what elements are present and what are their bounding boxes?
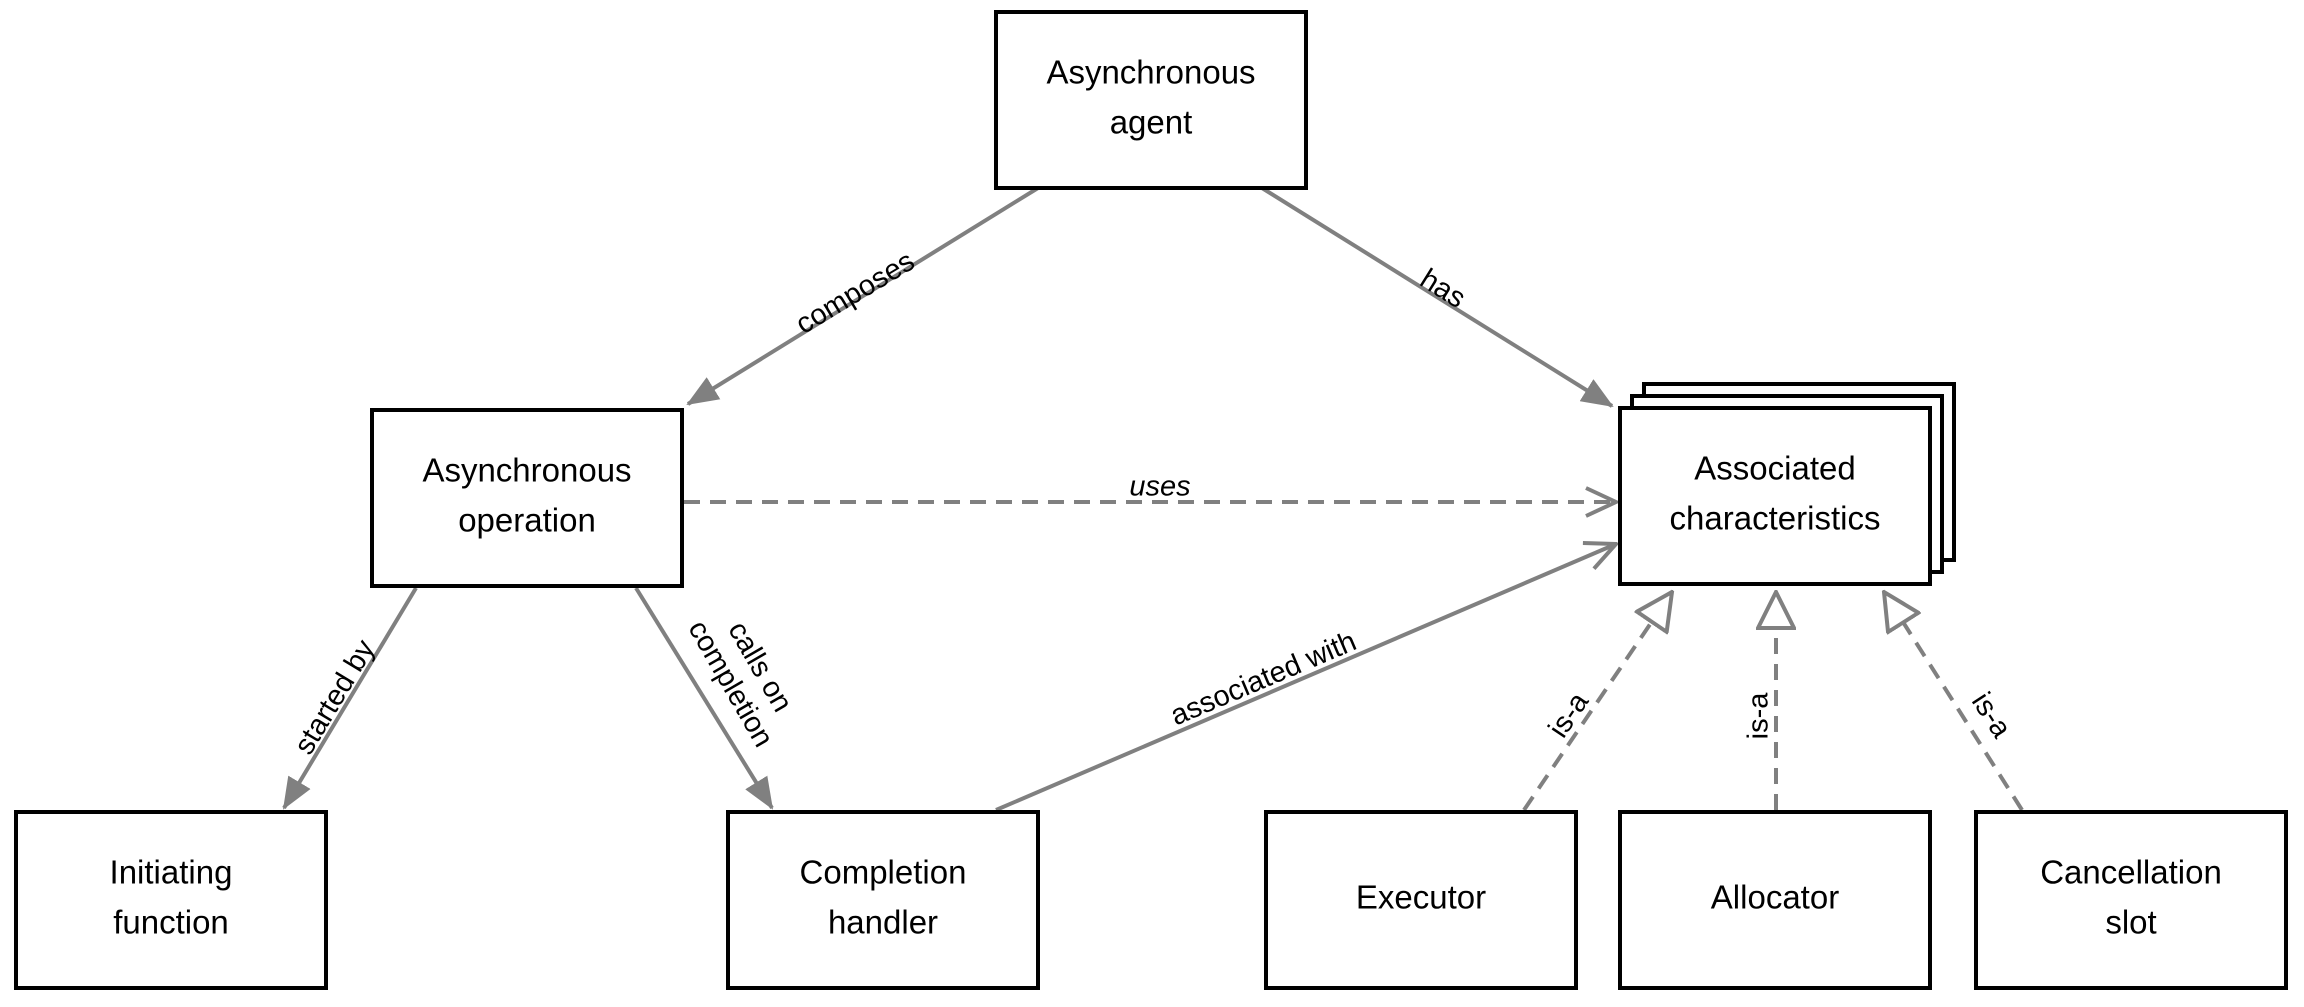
- edge-label-is-a-executor: is-a: [1543, 686, 1596, 743]
- edge-calls-on-completion: [634, 586, 774, 810]
- text-line: operation: [458, 502, 596, 539]
- node-asynchronous-operation: Asynchronous operation: [370, 408, 684, 588]
- text-line: Asynchronous: [422, 452, 631, 489]
- text-line: has: [1414, 263, 1471, 315]
- text-line: agent: [1110, 104, 1193, 141]
- edge-composes: [686, 186, 1040, 406]
- edge-associated-with: [995, 544, 1616, 812]
- node-label: Asynchronous operation: [422, 452, 631, 539]
- node-label: Cancellation slot: [2040, 854, 2222, 941]
- edge-is-a-cancellation: [1884, 592, 2024, 812]
- node-asynchronous-agent: Asynchronous agent: [994, 10, 1308, 190]
- edge-is-a-executor: [1522, 592, 1672, 812]
- text-line: is-a: [1743, 692, 1775, 740]
- edge-has: [1260, 186, 1614, 408]
- node-label: Initiating function: [110, 854, 233, 941]
- node-label: Allocator: [1711, 879, 1839, 916]
- text-line: composes: [790, 245, 920, 341]
- edge-started-by: [282, 586, 418, 810]
- node-allocator: Allocator: [1618, 810, 1932, 990]
- edge-label-calls-on-completion: calls oncompletion: [682, 598, 809, 752]
- node-executor: Executor: [1264, 810, 1578, 990]
- text-line: Associated: [1694, 450, 1855, 487]
- text-line: Allocator: [1711, 879, 1839, 916]
- node-label: Completion handler: [800, 854, 967, 941]
- node-label: Associated characteristics: [1670, 450, 1881, 537]
- text-line: associated with: [1166, 625, 1361, 732]
- node-completion-handler: Completion handler: [726, 810, 1040, 990]
- text-line: Executor: [1356, 879, 1486, 916]
- node-cancellation-slot: Cancellation slot: [1974, 810, 2288, 990]
- edge-label-started-by: started by: [288, 634, 381, 760]
- edge-label-uses: uses: [1129, 471, 1190, 503]
- text-line: Initiating: [110, 854, 233, 891]
- text-line: characteristics: [1670, 500, 1881, 537]
- node-label: Executor: [1356, 879, 1486, 916]
- text-line: started by: [288, 634, 381, 760]
- text-line: function: [113, 904, 229, 941]
- text-line: Cancellation: [2040, 854, 2222, 891]
- text-line: Asynchronous: [1046, 54, 1255, 91]
- text-line: slot: [2105, 904, 2156, 941]
- node-initiating-function: Initiating function: [14, 810, 328, 990]
- edge-label-composes: composes: [790, 245, 920, 341]
- text-line: is-a: [1543, 686, 1596, 743]
- node-label: Asynchronous agent: [1046, 54, 1255, 141]
- text-line: handler: [828, 904, 938, 941]
- edge-label-is-a-allocator: is-a: [1743, 692, 1775, 740]
- edge-label-associated-with: associated with: [1166, 625, 1361, 732]
- text-line: Completion: [800, 854, 967, 891]
- edge-label-has: has: [1414, 263, 1471, 315]
- node-associated-characteristics: Associated characteristics: [1618, 382, 1956, 586]
- text-line: uses: [1129, 471, 1190, 503]
